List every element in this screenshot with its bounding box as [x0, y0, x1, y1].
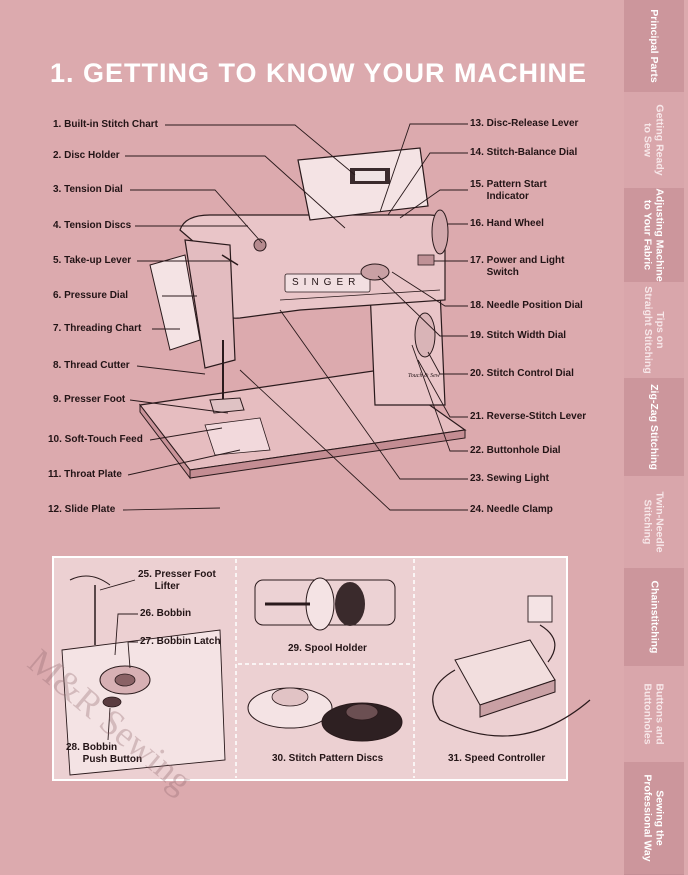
label-pattern-start-indicator: 15. Pattern Start Indicator: [470, 179, 547, 202]
machine-brand-text: SINGER: [292, 277, 361, 288]
label-disc-holder: 2. Disc Holder: [53, 150, 120, 161]
label-take-up-lever: 5. Take-up Lever: [53, 255, 132, 266]
tab-principal-parts[interactable]: Principal Parts: [624, 0, 684, 93]
label-threading-chart: 7. Threading Chart: [53, 323, 142, 334]
label-stitch-pattern-discs: 30. Stitch Pattern Discs: [272, 753, 384, 764]
label-speed-controller: 31. Speed Controller: [448, 753, 546, 764]
label-built-in-stitch-chart: 1. Built-in Stitch Chart: [53, 119, 158, 130]
label-stitch-balance-dial: 14. Stitch-Balance Dial: [470, 147, 578, 158]
label-thread-cutter: 8. Thread Cutter: [53, 360, 130, 371]
label-bobbin-push-button: 28. Bobbin Push Button: [66, 742, 143, 765]
label-sewing-light: 23. Sewing Light: [470, 473, 549, 484]
section-tabs: Principal Parts Getting Ready to Sew Adj…: [624, 0, 688, 875]
label-pressure-dial: 6. Pressure Dial: [53, 290, 129, 301]
machine-model-script: Touch & Sew: [408, 373, 440, 379]
label-disc-release-lever: 13. Disc-Release Lever: [470, 118, 579, 129]
tab-getting-ready[interactable]: Getting Ready to Sew: [624, 92, 684, 189]
label-throat-plate: 11. Throat Plate: [48, 469, 122, 480]
label-needle-clamp: 24. Needle Clamp: [470, 504, 553, 515]
tab-straight-stitching[interactable]: Tips on Straight Stitching: [624, 282, 684, 379]
label-soft-touch-feed: 10. Soft-Touch Feed: [48, 434, 143, 445]
tab-zigzag-stitching[interactable]: Zig-Zag Stitching: [624, 378, 684, 477]
right-leader-lines: [239, 123, 468, 511]
left-leader-lines: [122, 124, 356, 511]
tab-sewing-professional[interactable]: Sewing the Professional Way: [624, 762, 684, 875]
label-spool-holder: 29. Spool Holder: [288, 643, 367, 654]
label-tension-dial: 3. Tension Dial: [53, 184, 123, 195]
label-reverse-stitch-lever: 21. Reverse-Stitch Lever: [470, 411, 587, 422]
label-presser-foot-lifter: 25. Presser Foot Lifter: [138, 569, 216, 592]
label-stitch-width-dial: 19. Stitch Width Dial: [470, 330, 567, 341]
label-needle-position-dial: 18. Needle Position Dial: [470, 300, 583, 311]
label-hand-wheel: 16. Hand Wheel: [470, 218, 544, 229]
label-bobbin: 26. Bobbin: [140, 608, 192, 619]
label-power-light-switch: 17. Power and Light Switch: [470, 255, 565, 278]
page-title: 1. GETTING TO KNOW YOUR MACHINE: [50, 58, 588, 88]
label-buttonhole-dial: 22. Buttonhole Dial: [470, 445, 561, 456]
label-bobbin-latch: 27. Bobbin Latch: [140, 636, 221, 647]
label-stitch-control-dial: 20. Stitch Control Dial: [470, 368, 574, 379]
label-presser-foot: 9. Presser Foot: [53, 394, 126, 405]
label-slide-plate: 12. Slide Plate: [48, 504, 116, 515]
label-tension-discs: 4. Tension Discs: [53, 220, 132, 231]
